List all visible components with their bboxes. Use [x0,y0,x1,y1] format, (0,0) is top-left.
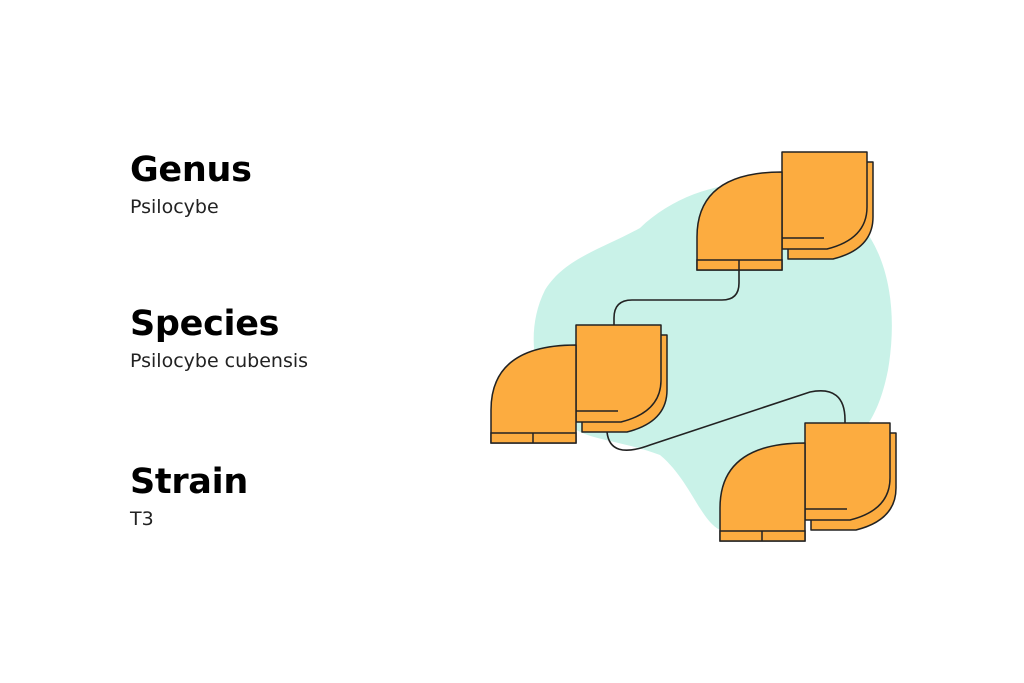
strain-block: Strain T3 [130,460,248,532]
genus-value: Psilocybe [130,196,219,218]
strain-value: T3 [130,508,154,530]
species-block: Species Psilocybe cubensis [130,302,308,374]
species-title: Species [130,304,280,344]
connector-middle-bottom [606,390,846,452]
taxonomy-labels: Genus Psilocybe Species Psilocybe cubens… [130,0,470,683]
genus-block: Genus Psilocybe [130,148,252,220]
species-value: Psilocybe cubensis [130,350,309,372]
strain-title: Strain [130,462,248,502]
genus-title: Genus [130,150,252,190]
connector-top-middle [613,263,740,326]
